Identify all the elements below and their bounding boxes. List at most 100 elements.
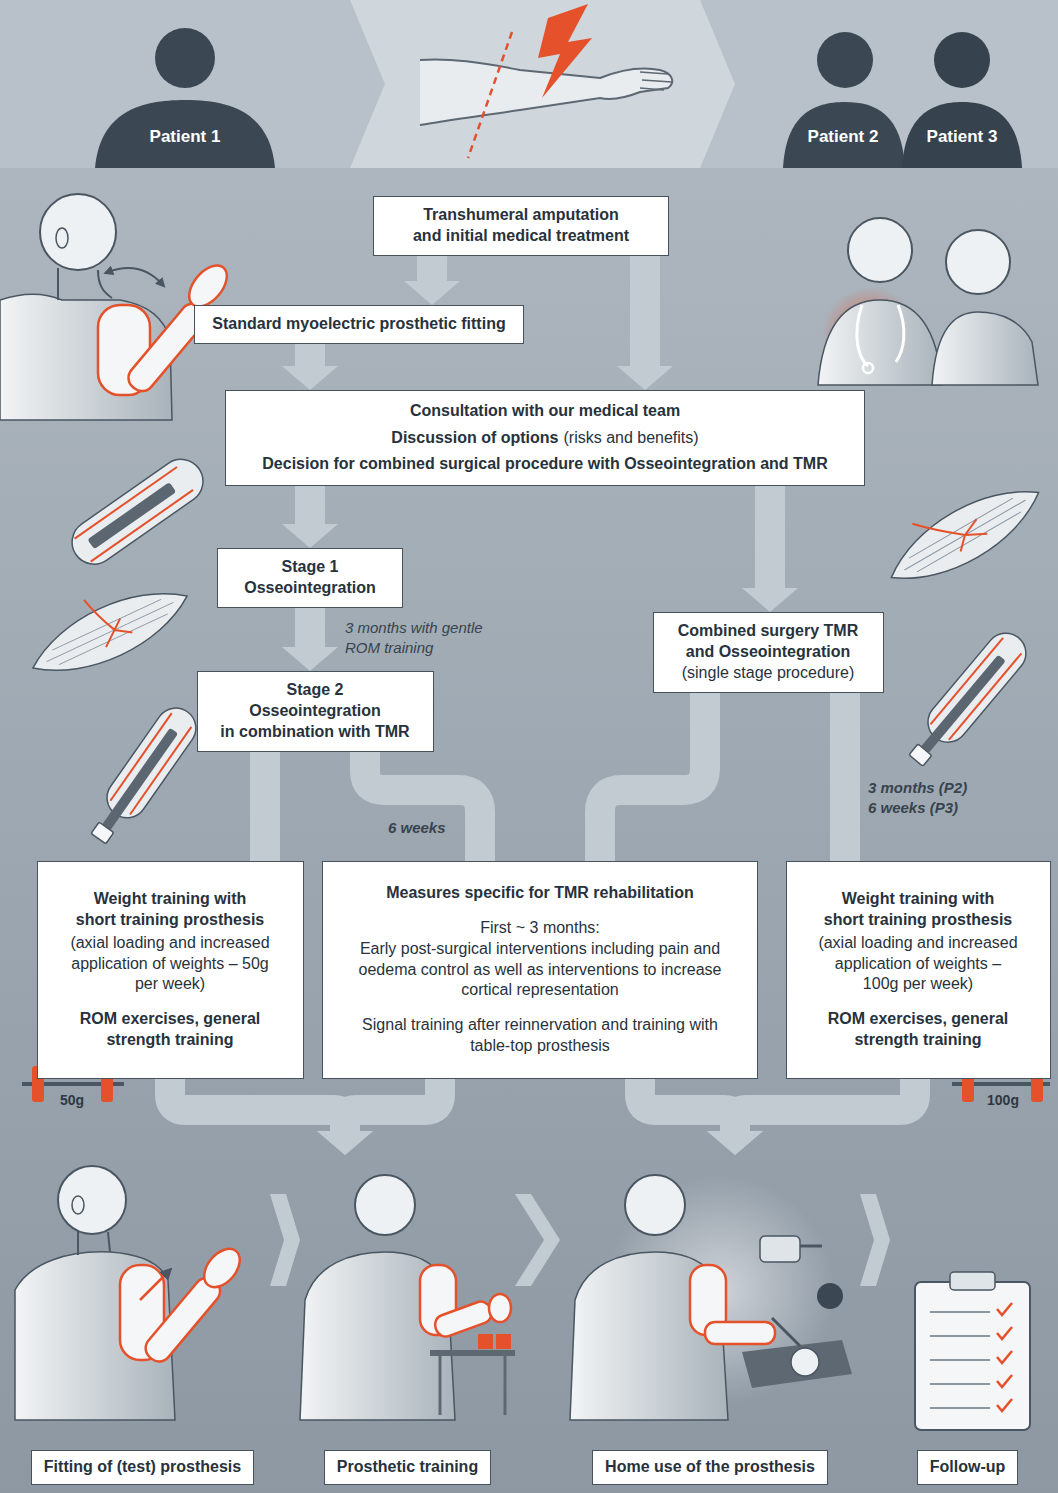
process-box: Weight training with short training pros… [786,861,1051,1079]
weight-label: 100g [987,1092,1019,1109]
box-text: (axial loading and increased application… [68,933,273,995]
flow-arrow [317,1079,440,1155]
flow-arrow [270,1194,300,1286]
flow-arrow [282,608,338,671]
prosthesis-hand [197,1242,247,1294]
box-text: Discussion of options [391,429,558,446]
pot [760,1236,800,1262]
silhouette-head [155,28,215,88]
figure-ear [72,1196,84,1214]
clipboard [915,1272,1030,1430]
box-text: (single stage procedure) [682,663,855,684]
arrow-head [707,1131,763,1155]
figure-ear [56,228,68,248]
flow-arrow [860,1194,890,1286]
process-box: Combined surgery TMR and Osseointegratio… [653,612,884,693]
figure-training [300,1175,515,1420]
stage-column: Prosthetic training [300,1155,515,1485]
flow-band [295,486,325,525]
flow-band [830,693,860,861]
process-box: Transhumeral amputation and initial medi… [373,196,669,256]
figure-head [40,194,116,270]
box-heading: Measures specific for TMR rehabilitation [386,883,694,904]
box-heading: Weight training with short training pros… [75,889,265,931]
figure-home-use [570,1175,852,1420]
figure-head [625,1175,685,1235]
box-text: ROM exercises, general strength training [68,1009,273,1051]
stage-label: Fitting of (test) prosthesis [31,1450,254,1485]
flow-arrow [404,256,460,305]
arrow-head [317,1131,373,1155]
bone-line [949,653,1022,740]
flow-band [170,1079,345,1132]
edge-label: 3 months (P2) 6 weeks (P3) [868,778,974,817]
flow-band [365,752,480,861]
abutment [91,822,114,844]
implant-rod [87,482,176,549]
silhouette-body [902,102,1022,168]
chevron-panel [0,0,385,168]
text-row: Discussion of options (risks and benefits… [391,428,698,449]
food-item [791,1348,819,1376]
flow-arrow [600,693,705,861]
flow-arrow [265,752,266,861]
silhouette-head [934,32,990,88]
stage-label: Home use of the prosthesis [592,1450,828,1485]
flow-arrow [742,486,798,612]
cutting-board [742,1340,852,1388]
box-text: First ~ 3 months: [480,918,600,939]
prosthesis-forearm [705,1322,775,1344]
process-box: Measures specific for TMR rehabilitation… [322,861,758,1079]
finger-lines [640,72,672,90]
process-box: Standard myoelectric prosthetic fitting [194,305,524,344]
arrow-head [282,366,338,390]
muscle-outline [22,573,198,691]
patient-body [932,312,1038,385]
stethoscope [857,305,904,366]
silhouette-head [817,32,873,88]
table-leg [504,1356,507,1415]
patient-head [946,230,1010,294]
flow-arrow [707,1079,915,1155]
flow-band [417,256,447,282]
chevron-panel [700,0,1058,168]
check-marks [997,1303,1012,1411]
knife [772,1318,800,1346]
figure-torso [300,1252,455,1420]
lightning-bolt [538,4,592,98]
arrow-head [742,588,798,612]
bone-line [130,727,191,815]
box-text: (risks and benefits) [563,429,698,446]
bone-line [110,713,171,801]
flow-arrow [282,486,338,548]
abutment [909,744,932,766]
implant-stage1 [63,451,211,573]
arrow-head [404,281,460,305]
jar [817,1283,843,1309]
motion-arrow [108,268,162,284]
box-text: Early post-surgical interventions includ… [340,939,740,1001]
weight-label: 50g [60,1092,84,1109]
bone-line [930,638,1003,725]
stage-column: Fitting of (test) prosthesis [15,1155,270,1485]
stage-label: Prosthetic training [324,1450,491,1485]
flow-band [345,1079,440,1132]
patient-label: Patient 3 [927,127,998,147]
table-top [430,1350,515,1356]
figure-fitting [15,1166,247,1420]
implant-rod [920,655,1006,755]
process-box: Consultation with our medical teamDiscus… [225,390,865,486]
edge-label: 6 weeks [388,818,446,838]
box-heading: Consultation with our medical team [410,401,680,422]
stage-column: Follow-up [890,1155,1045,1485]
implant-stage2 [82,700,204,850]
edge-label: 3 months with gentle ROM training [345,618,500,657]
figure-head [58,1166,126,1234]
figure-neck [58,268,112,300]
stethoscope-head [863,363,873,373]
patient-label: Patient 2 [808,127,879,147]
box-text: Decision for combined surgical procedure… [262,454,827,475]
flow-band [630,256,660,367]
box-heading: Stage 2 Osseointegration [240,680,390,722]
